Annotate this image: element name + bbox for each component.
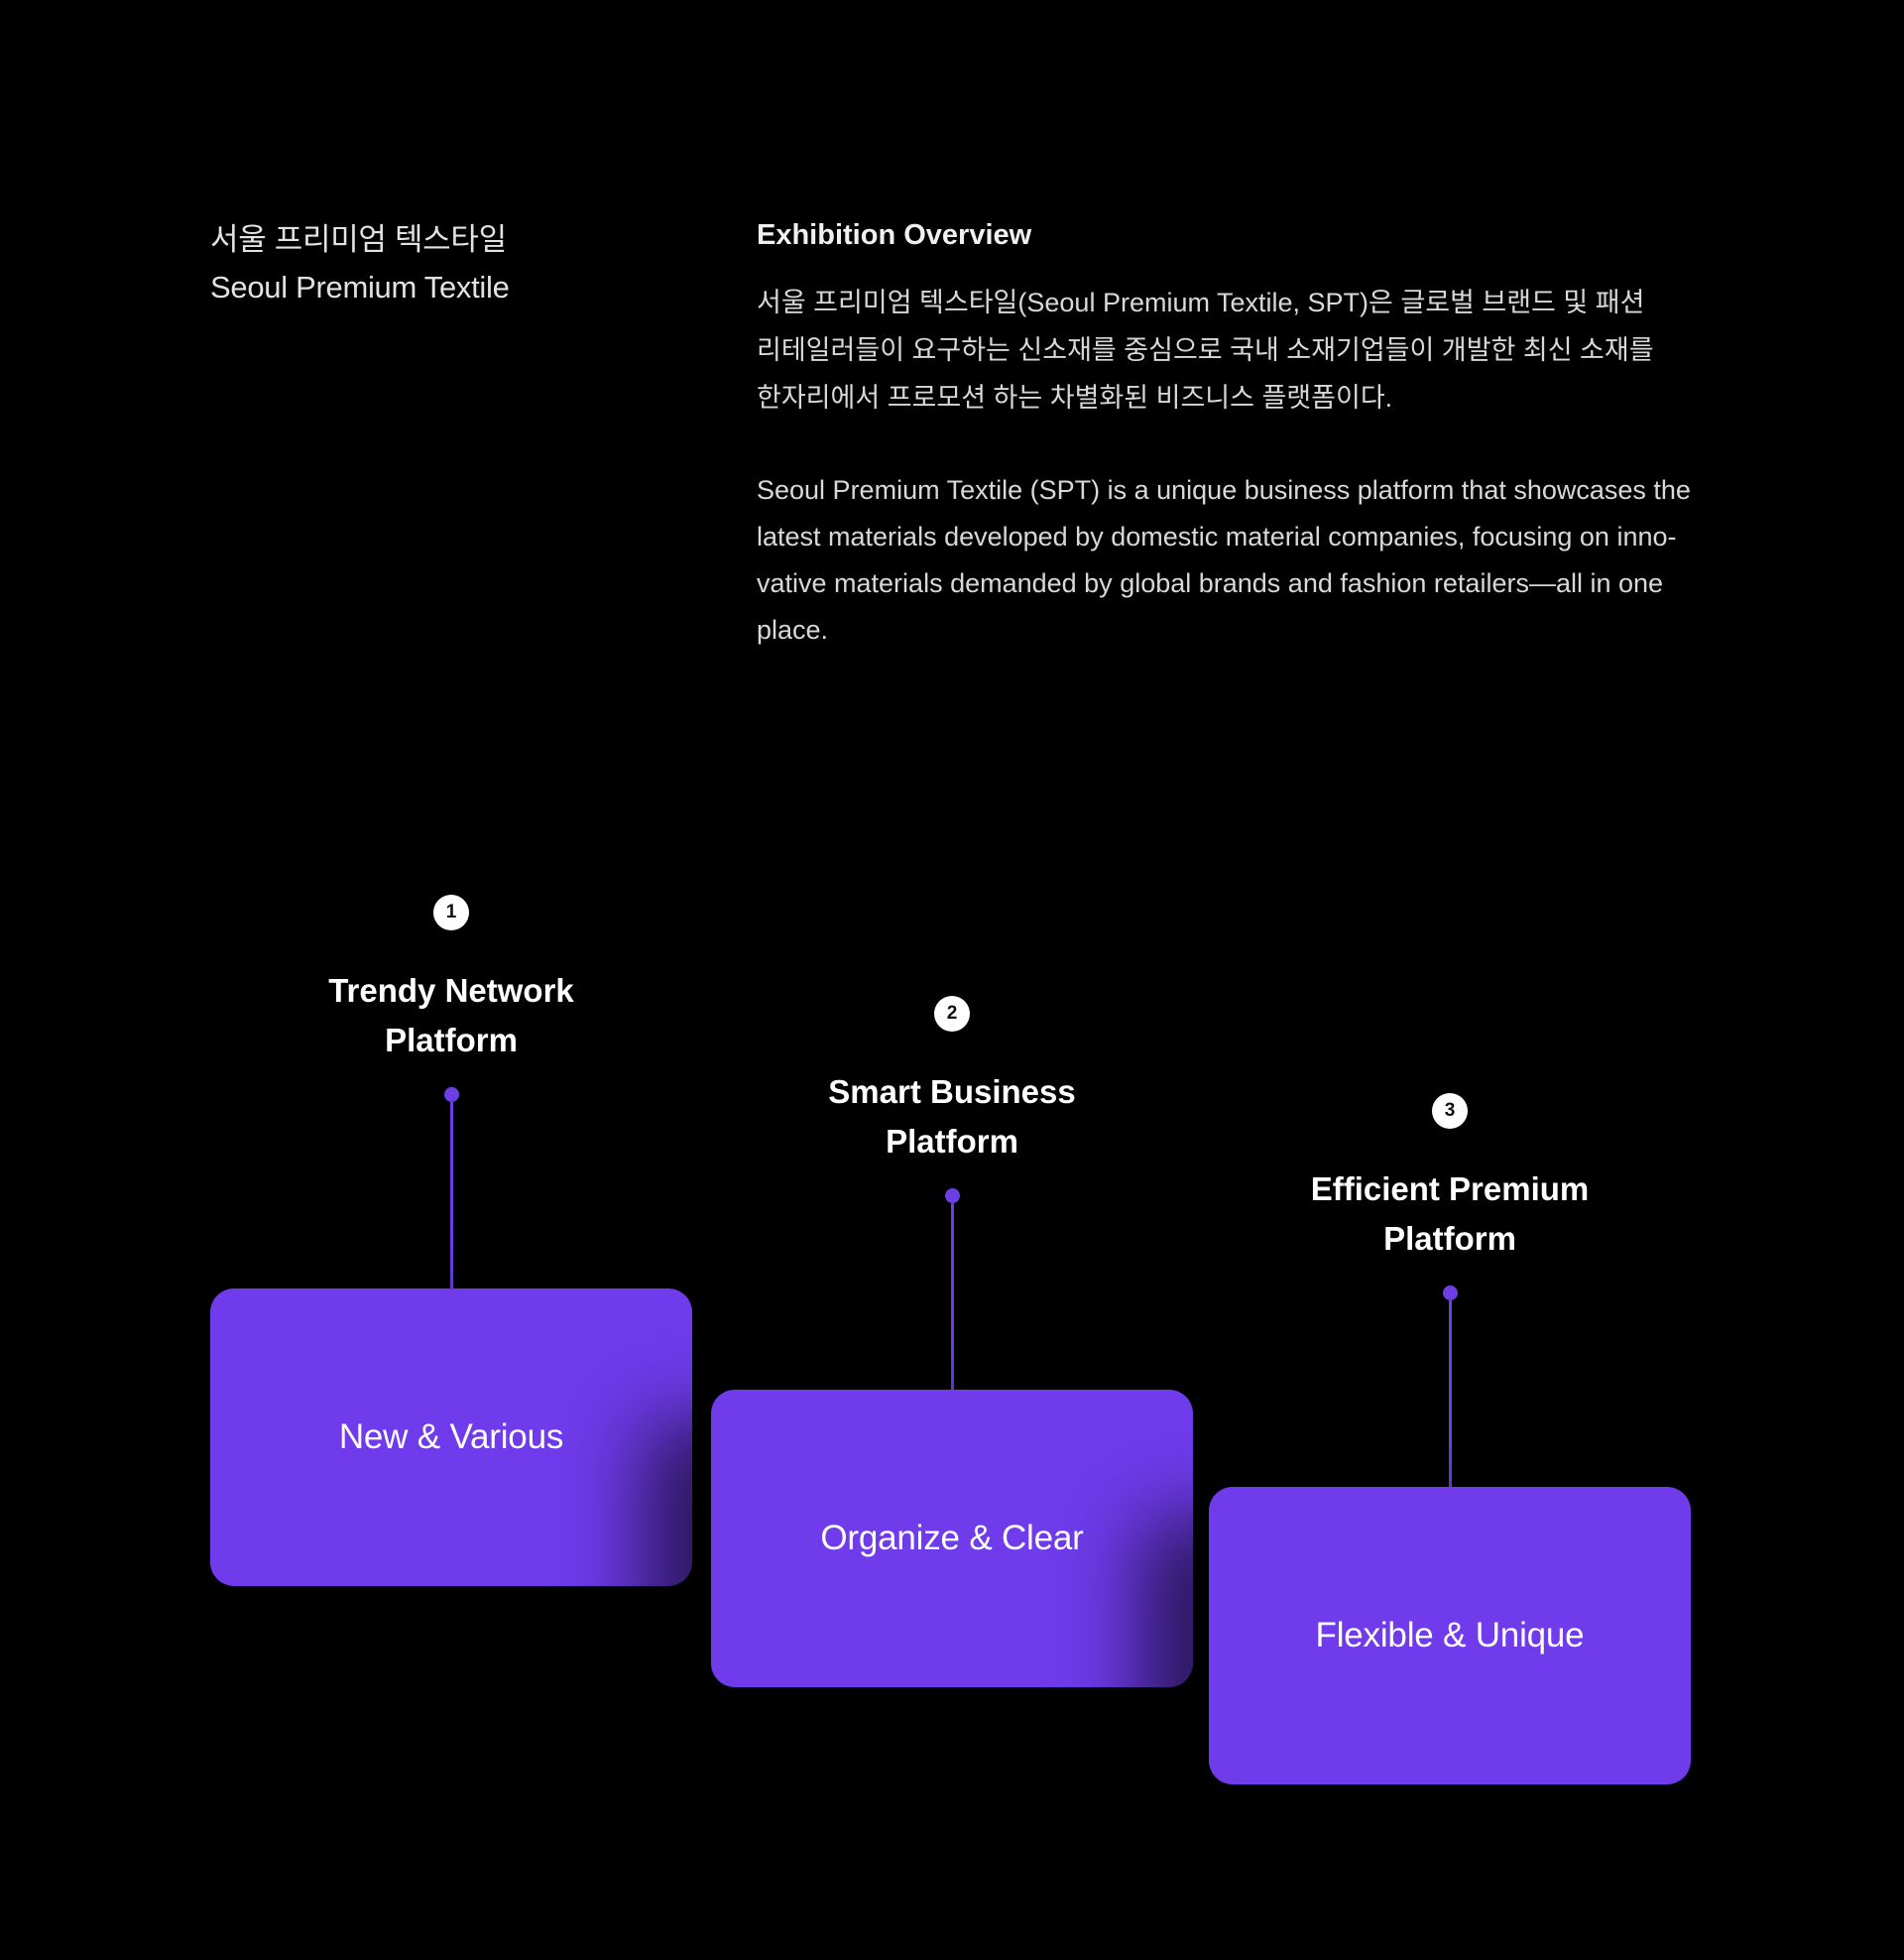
- feature-1-card: New & Various: [210, 1288, 692, 1586]
- feature-1-title-line2: Platform: [385, 1022, 518, 1058]
- feature-1-number: 1: [445, 902, 457, 922]
- feature-1-connector-dot: [443, 1087, 459, 1102]
- feature-3-card: Flexible & Unique: [1209, 1487, 1691, 1784]
- feature-2-connector-line: [950, 1203, 954, 1390]
- section-title-en: Seoul Premium Textile: [210, 270, 510, 305]
- feature-2-title: Smart Business Platform: [828, 1067, 1075, 1166]
- feature-3-title: Efficient Premium Platform: [1311, 1164, 1590, 1264]
- feature-2-number-badge: 2: [934, 996, 970, 1032]
- paragraph-ko-line: 리테일러들이 요구하는 신소재를 중심으로 국내 소재기업들이 개발한 최신 소…: [757, 335, 1654, 365]
- feature-1-connector-line: [449, 1102, 453, 1288]
- feature-3-number: 3: [1444, 1100, 1456, 1121]
- paragraph-ko-line: 서울 프리미엄 텍스타일(Seoul Premium Textile, SPT)…: [757, 288, 1645, 317]
- feature-2: 2 Smart Business Platform Organize & Cle…: [711, 996, 1193, 1687]
- feature-2-title-line1: Smart Business: [828, 1073, 1076, 1110]
- feature-2-card: Organize & Clear: [711, 1390, 1193, 1687]
- feature-3-title-line2: Platform: [1383, 1220, 1516, 1257]
- feature-2-number: 2: [946, 1003, 958, 1024]
- feature-2-card-label: Organize & Clear: [820, 1519, 1084, 1557]
- feature-3-connector-line: [1448, 1300, 1452, 1487]
- feature-3: 3 Efficient Premium Platform Flexible & …: [1209, 1093, 1691, 1784]
- feature-1-title: Trendy Network Platform: [328, 966, 574, 1065]
- feature-3-number-badge: 3: [1432, 1093, 1468, 1129]
- feature-3-title-line1: Efficient Premium: [1310, 1170, 1590, 1207]
- paragraph-en-line: place.: [757, 615, 829, 645]
- paragraph-en-line: latest materials developed by domestic m…: [757, 522, 1677, 551]
- feature-1: 1 Trendy Network Platform New & Various: [210, 895, 692, 1586]
- paragraph-ko-line: 한자리에서 프로모션 하는 차별화된 비즈니스 플랫폼이다.: [757, 383, 1393, 413]
- section-title: 서울 프리미엄 텍스타일 Seoul Premium Textile: [210, 216, 510, 311]
- paragraph-en-line: vative materials demanded by global bran…: [757, 568, 1664, 598]
- feature-2-title-line2: Platform: [886, 1123, 1018, 1160]
- feature-1-card-label: New & Various: [338, 1417, 564, 1456]
- overview-column: Exhibition Overview 서울 프리미엄 텍스타일(Seoul P…: [757, 216, 1714, 654]
- feature-2-connector-dot: [944, 1188, 960, 1203]
- feature-1-title-line1: Trendy Network: [328, 972, 574, 1009]
- feature-1-number-badge: 1: [433, 895, 469, 930]
- overview-paragraph-en: Seoul Premium Textile (SPT) is a unique …: [757, 467, 1714, 654]
- overview-heading: Exhibition Overview: [757, 219, 1032, 251]
- overview-paragraph-ko: 서울 프리미엄 텍스타일(Seoul Premium Textile, SPT)…: [757, 279, 1714, 422]
- feature-3-connector-dot: [1442, 1286, 1458, 1300]
- section-title-ko: 서울 프리미엄 텍스타일: [210, 222, 507, 257]
- paragraph-en-line: Seoul Premium Textile (SPT) is a unique …: [757, 475, 1691, 505]
- feature-3-card-label: Flexible & Unique: [1315, 1616, 1585, 1654]
